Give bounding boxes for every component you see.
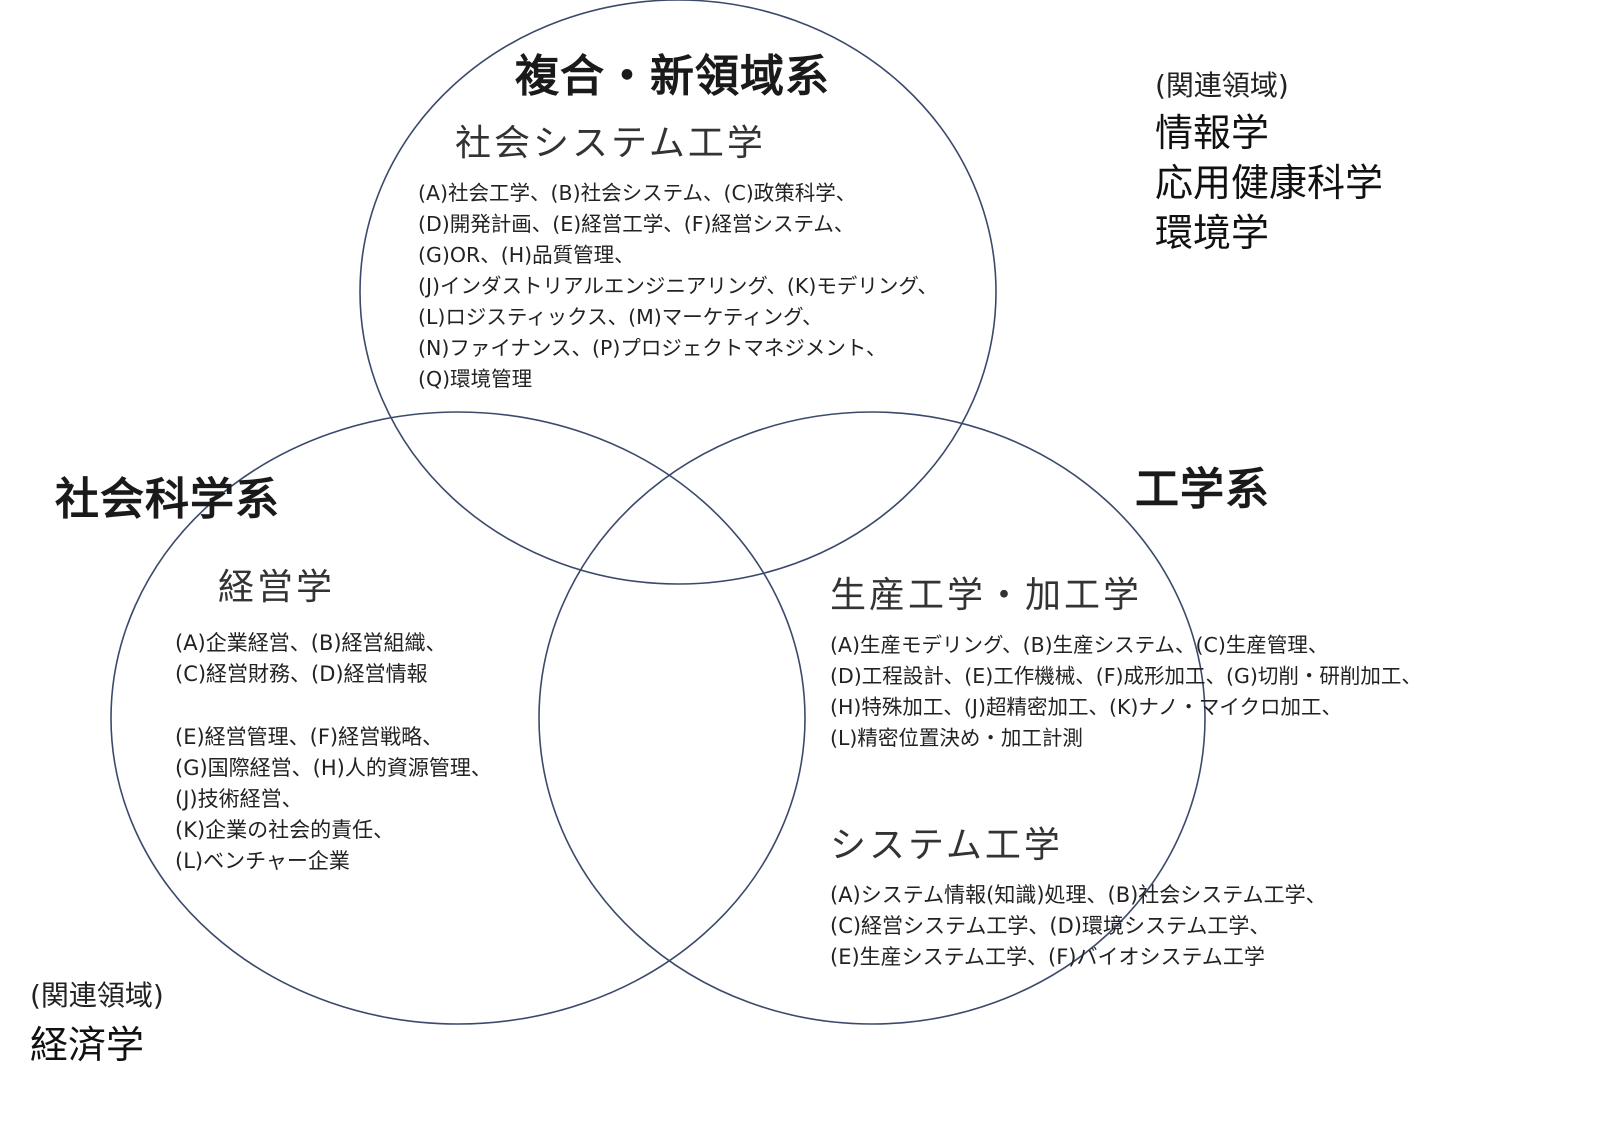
list-item: (L)精密位置決め・加工計測: [830, 726, 1083, 750]
list-item: (E)経営管理、(F)経営戦略、: [175, 725, 444, 749]
right-circle-items-1: (A)生産モデリング、(B)生産システム、(C)生産管理、 (D)工程設計、(E…: [830, 630, 1422, 754]
field-business-administration: 経営学: [218, 567, 336, 608]
list-item: (G)OR、(H)品質管理、: [418, 243, 635, 267]
related-fields-heading: (関連領域): [1155, 69, 1289, 102]
circle-left: [110, 411, 806, 1025]
circle-right: [538, 411, 1206, 1025]
list-item: 応用健康科学: [1155, 161, 1384, 205]
list-item: 環境学: [1155, 211, 1270, 255]
list-item: (A)システム情報(知識)処理、(B)社会システム工学、: [830, 883, 1327, 907]
list-item: (K)企業の社会的責任、: [175, 818, 395, 842]
left-circle-items-a: (A)企業経営、(B)経営組織、 (C)経営財務、(D)経営情報: [175, 628, 447, 690]
list-item: 情報学: [1155, 111, 1270, 155]
left-circle-items-b: (E)経営管理、(F)経営戦略、 (G)国際経営、(H)人的資源管理、 (J)技…: [175, 722, 492, 877]
right-circle-items-2: (A)システム情報(知識)処理、(B)社会システム工学、 (C)経営システム工学…: [830, 880, 1327, 973]
list-item: (D)工程設計、(E)工作機械、(F)成形加工、(G)切削・研削加工、: [830, 664, 1422, 688]
list-item: (J)インダストリアルエンジニアリング、(K)モデリング、: [418, 274, 938, 298]
list-item: (D)開発計画、(E)経営工学、(F)経営システム、: [418, 212, 855, 236]
list-item: (Q)環境管理: [418, 367, 533, 391]
field-systems-engineering: システム工学: [830, 825, 1063, 866]
list-item: (G)国際経営、(H)人的資源管理、: [175, 756, 492, 780]
list-item: (E)生産システム工学、(F)バイオシステム工学: [830, 945, 1265, 969]
list-item: (H)特殊加工、(J)超精密加工、(K)ナノ・マイクロ加工、: [830, 695, 1342, 719]
list-item: (L)ロジスティックス、(M)マーケティング、: [418, 305, 823, 329]
list-item: 経済学: [30, 1023, 145, 1067]
list-item: (J)技術経営、: [175, 787, 303, 811]
list-item: (A)生産モデリング、(B)生産システム、(C)生産管理、: [830, 633, 1329, 657]
list-item: (C)経営財務、(D)経営情報: [175, 662, 428, 686]
category-top-title: 複合・新領域系: [515, 51, 830, 102]
related-fields-heading: (関連領域): [30, 979, 164, 1012]
list-item: (A)社会工学、(B)社会システム、(C)政策科学、: [418, 181, 857, 205]
circle-top: [359, 0, 997, 585]
related-fields-list: 情報学 応用健康科学 環境学: [1155, 108, 1383, 258]
category-right-title: 工学系: [1135, 464, 1270, 515]
field-social-systems-engineering: 社会システム工学: [455, 123, 766, 164]
related-fields-list: 経済学: [30, 1020, 144, 1070]
top-circle-items: (A)社会工学、(B)社会システム、(C)政策科学、 (D)開発計画、(E)経営…: [418, 178, 938, 395]
category-left-title: 社会科学系: [55, 474, 280, 525]
list-item: (C)経営システム工学、(D)環境システム工学、: [830, 914, 1271, 938]
list-item: (L)ベンチャー企業: [175, 849, 350, 873]
list-item: (A)企業経営、(B)経営組織、: [175, 631, 447, 655]
field-production-engineering: 生産工学・加工学: [830, 575, 1143, 616]
list-item: (N)ファイナンス、(P)プロジェクトマネジメント、: [418, 336, 887, 360]
